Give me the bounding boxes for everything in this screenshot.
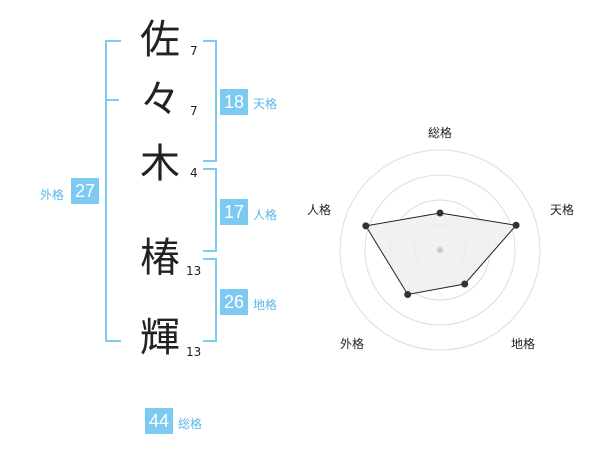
gaikaku-label: 外格 bbox=[40, 188, 65, 202]
char-5: 輝 bbox=[140, 315, 180, 361]
char-1: 佐 bbox=[140, 17, 180, 63]
soukaku-value: 44 bbox=[145, 408, 173, 434]
char-3: 木 bbox=[140, 141, 180, 187]
tenkaku-label: 天格 bbox=[253, 97, 278, 111]
char-1-strokes: 7 bbox=[190, 44, 198, 58]
chikaku-value: 26 bbox=[220, 289, 248, 315]
radar-point bbox=[512, 221, 520, 229]
radar-point bbox=[404, 290, 412, 298]
gaikaku-bracket-tick bbox=[105, 99, 119, 101]
soukaku-label: 総格 bbox=[178, 417, 203, 431]
chikaku-label: 地格 bbox=[253, 298, 278, 312]
tenkaku-bracket bbox=[203, 40, 217, 162]
gaikaku-value: 27 bbox=[71, 178, 99, 204]
jinkaku-bracket bbox=[203, 168, 217, 252]
char-2-strokes: 7 bbox=[190, 104, 198, 118]
char-5-strokes: 13 bbox=[186, 345, 202, 359]
char-4: 椿 bbox=[140, 235, 180, 281]
radar-center bbox=[437, 247, 443, 253]
jinkaku-value: 17 bbox=[220, 199, 248, 225]
char-4-strokes: 13 bbox=[186, 264, 202, 278]
chikaku-bracket bbox=[203, 258, 217, 342]
gaikaku-bracket bbox=[105, 40, 121, 342]
radar-ring bbox=[339, 149, 541, 351]
radar-polygon bbox=[364, 212, 518, 296]
radar-axis-label-soukaku: 総格 bbox=[428, 126, 453, 140]
char-3-strokes: 4 bbox=[190, 166, 198, 180]
radar-axis-label-gaikaku: 外格 bbox=[340, 337, 365, 351]
radar-ring bbox=[364, 174, 516, 326]
radar-point bbox=[461, 280, 469, 288]
radar-point bbox=[362, 222, 370, 230]
jinkaku-label: 人格 bbox=[253, 208, 278, 222]
radar-axis-label-tenkaku: 天格 bbox=[550, 203, 575, 217]
radar-axis-label-chikaku: 地格 bbox=[511, 337, 536, 351]
char-2: 々 bbox=[140, 77, 180, 123]
tenkaku-value: 18 bbox=[220, 89, 248, 115]
radar-point bbox=[436, 209, 444, 217]
radar-axis-label-jinkaku: 人格 bbox=[307, 203, 332, 217]
